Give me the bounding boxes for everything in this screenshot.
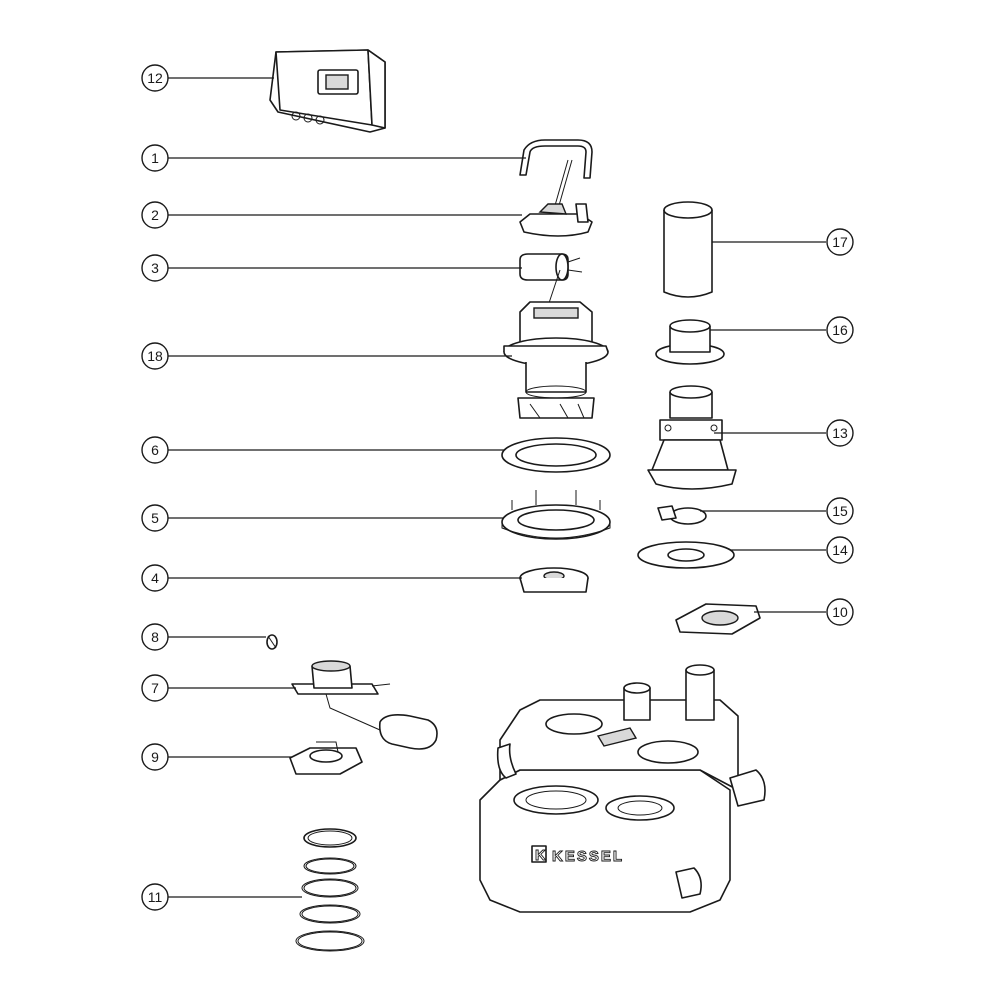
svg-text:1: 1 [151,150,159,166]
svg-text:9: 9 [151,749,159,765]
svg-text:7: 7 [151,680,159,696]
svg-text:13: 13 [832,425,848,441]
svg-text:6: 6 [151,442,159,458]
callout-8: 8 [141,623,169,651]
part-15-valve-flap [657,505,707,525]
callout-9: 9 [141,743,169,771]
svg-text:17: 17 [832,234,848,250]
callout-15: 15 [826,497,854,525]
callout-4: 4 [141,564,169,592]
part-5-flange-ring [501,490,611,540]
callout-13: 13 [826,419,854,447]
svg-text:4: 4 [151,570,159,586]
part-17-pipe [663,201,713,298]
part-18-pump-unit [503,269,609,419]
svg-text:3: 3 [151,260,159,276]
svg-text:10: 10 [832,604,848,620]
callout-18: 18 [141,342,169,370]
part-3-capacitor [519,253,583,281]
part-4-impeller-base [519,567,589,593]
svg-text:15: 15 [832,503,848,519]
callout-3: 3 [141,254,169,282]
brand-name: KESSEL [552,848,624,865]
callout-7: 7 [141,674,169,702]
callout-2: 2 [141,201,169,229]
svg-text:5: 5 [151,510,159,526]
callout-11: 11 [141,883,169,911]
svg-text:18: 18 [147,348,163,364]
callout-17: 17 [826,228,854,256]
part-8-clip [266,634,278,650]
svg-text:11: 11 [148,889,163,905]
callout-16: 16 [826,316,854,344]
callout-1: 1 [141,144,169,172]
callout-14: 14 [826,536,854,564]
svg-text:12: 12 [147,70,163,86]
part-16-flange-adapter [655,319,725,365]
part-2-cover-with-cable [519,159,593,237]
svg-text:16: 16 [832,322,848,338]
main-tank: K KESSEL [479,664,766,913]
part-9-valve-plate [289,741,363,775]
part-14-flat-gasket [637,541,735,569]
callout-6: 6 [141,436,169,464]
svg-text:14: 14 [832,542,848,558]
part-7-level-switch-float [291,660,438,750]
part-10-cover-plate [675,603,761,635]
brand-logo-letter: K [535,847,548,864]
part-1-handle-clip [519,139,593,179]
part-13-valve-housing [647,385,737,490]
svg-text:2: 2 [151,207,159,223]
leader-lines [168,77,826,898]
callout-10: 10 [826,598,854,626]
callout-12: 12 [141,64,169,92]
svg-text:8: 8 [151,629,159,645]
part-12-control-box [269,49,386,133]
part-6-gasket-ring [501,437,611,473]
part-11-o-ring-set [295,828,365,952]
callout-5: 5 [141,504,169,532]
